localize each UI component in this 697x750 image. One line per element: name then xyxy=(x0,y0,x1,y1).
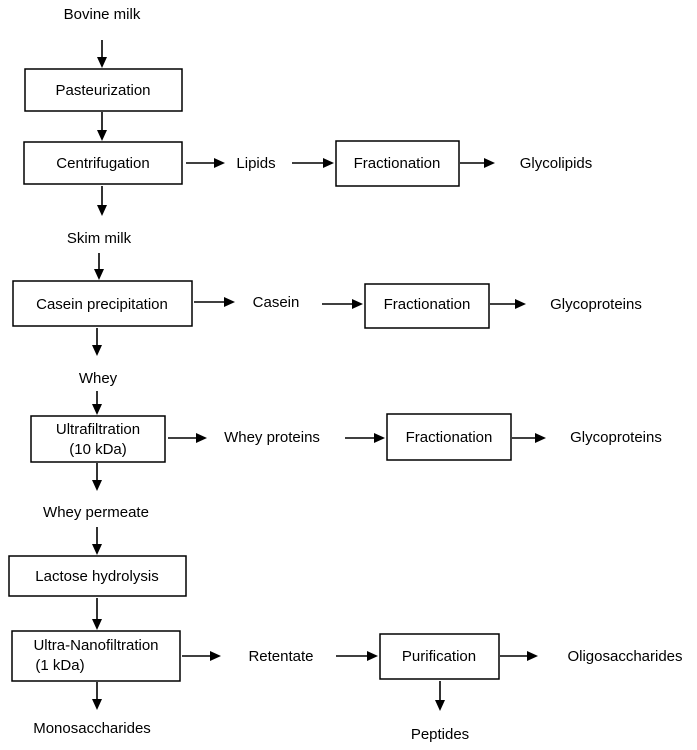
arrow-whey-to-ultrafiltration xyxy=(92,391,102,415)
arrow-fractionation-2-to-glycoproteins-1 xyxy=(490,299,526,309)
pasteurization-box xyxy=(24,68,183,112)
arrow-centrifugation-to-skim-milk xyxy=(97,186,107,216)
glycoproteins-label-1: Glycoproteins xyxy=(550,296,642,313)
ultra-nanofiltration-cutoff-label: (1 kDa) xyxy=(35,657,84,674)
lactose-hydrolysis-label: Lactose hydrolysis xyxy=(35,568,158,585)
arrow-purification-to-peptides xyxy=(435,681,445,711)
arrow-ultra-nanofiltration-to-retentate xyxy=(182,651,221,661)
retentate-label: Retentate xyxy=(248,648,313,665)
arrow-bovine-milk-to-pasteurization xyxy=(97,40,107,68)
bovine-milk-label: Bovine milk xyxy=(64,6,141,23)
centrifugation-box xyxy=(23,141,183,185)
purification-label: Purification xyxy=(402,648,476,665)
arrow-ultrafiltration-to-whey-proteins xyxy=(168,433,207,443)
arrow-casein-precipitation-to-whey xyxy=(92,328,102,356)
oligosaccharides-label: Oligosaccharides xyxy=(567,648,682,665)
arrow-centrifugation-to-lipids xyxy=(186,158,225,168)
ultrafiltration-box xyxy=(30,415,166,463)
casein-label: Casein xyxy=(253,294,300,311)
peptides-label: Peptides xyxy=(411,726,469,743)
arrow-skim-milk-to-casein-precipitation xyxy=(94,253,104,280)
arrow-ultra-nanofiltration-to-monosaccharides xyxy=(92,682,102,710)
ultra-nanofiltration-label: Ultra-Nanofiltration xyxy=(33,637,158,654)
centrifugation-label: Centrifugation xyxy=(56,155,149,172)
whey-permeate-label: Whey permeate xyxy=(43,504,149,521)
arrow-lactose-hydrolysis-to-ultra-nanofiltration xyxy=(92,598,102,630)
purification-box xyxy=(379,633,500,680)
glycoproteins-label-2: Glycoproteins xyxy=(570,429,662,446)
whey-proteins-label: Whey proteins xyxy=(224,429,320,446)
fractionation-box-1 xyxy=(335,140,460,187)
fractionation-box-2 xyxy=(364,283,490,329)
arrow-whey-permeate-to-lactose-hydrolysis xyxy=(92,527,102,555)
fractionation-box-3 xyxy=(386,413,512,461)
lactose-hydrolysis-box xyxy=(8,555,187,597)
pasteurization-label: Pasteurization xyxy=(55,82,150,99)
skim-milk-label: Skim milk xyxy=(67,230,132,247)
whey-label: Whey xyxy=(79,370,118,387)
arrow-casein-precipitation-to-casein xyxy=(194,297,235,307)
arrow-casein-to-fractionation-2 xyxy=(322,299,363,309)
arrow-pasteurization-to-centrifugation xyxy=(97,112,107,141)
monosaccharides-label: Monosaccharides xyxy=(33,720,151,737)
fractionation-label-1: Fractionation xyxy=(354,155,441,172)
arrow-fractionation-3-to-glycoproteins-2 xyxy=(512,433,546,443)
ultrafiltration-cutoff-label: (10 kDa) xyxy=(69,441,127,458)
casein-precipitation-box xyxy=(12,280,193,327)
arrow-retentate-to-purification xyxy=(336,651,378,661)
casein-precipitation-label: Casein precipitation xyxy=(36,296,168,313)
ultrafiltration-label: Ultrafiltration xyxy=(56,421,140,438)
fractionation-label-2: Fractionation xyxy=(384,296,471,313)
arrow-purification-to-oligosaccharides xyxy=(500,651,538,661)
arrow-ultrafiltration-to-whey-permeate xyxy=(92,463,102,491)
glycolipids-label: Glycolipids xyxy=(520,155,593,172)
arrow-whey-proteins-to-fractionation-3 xyxy=(345,433,385,443)
ultra-nanofiltration-box xyxy=(11,630,181,682)
fractionation-label-3: Fractionation xyxy=(406,429,493,446)
arrow-fractionation-1-to-glycolipids xyxy=(460,158,495,168)
arrow-lipids-to-fractionation-1 xyxy=(292,158,334,168)
lipids-label: Lipids xyxy=(236,155,275,172)
